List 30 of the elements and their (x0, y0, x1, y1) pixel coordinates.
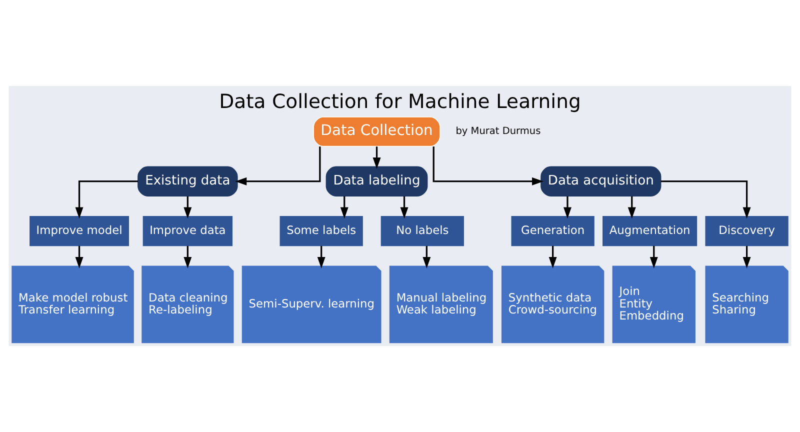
arrow (75, 180, 138, 219)
node-box: Improve data (142, 216, 232, 246)
node-box: Generation (511, 216, 594, 246)
arrow (184, 246, 192, 268)
node-box: Data labeling (326, 166, 428, 196)
node-box: Data Collection (313, 116, 440, 147)
arrow (432, 146, 544, 186)
arrow (564, 196, 572, 219)
node-box: Existing data (138, 166, 238, 196)
arrow (400, 196, 408, 219)
node-box: Augmentation (602, 216, 698, 246)
node-box: No labels (380, 216, 464, 246)
arrow (548, 246, 557, 268)
arrow (742, 246, 751, 268)
node-box: Discovery (705, 216, 788, 246)
arrow (317, 246, 326, 268)
arrow (660, 180, 751, 219)
label: by Murat Durmus (456, 126, 541, 138)
arrow (75, 246, 84, 268)
arrow (628, 196, 636, 219)
node-box: Data acquisition (540, 166, 662, 196)
arrow (184, 196, 192, 219)
arrow (235, 146, 321, 186)
node-box: Some labels (280, 216, 363, 246)
node-box: Improve model (30, 216, 129, 246)
arrow (650, 246, 658, 268)
arrow (422, 246, 431, 268)
arrow (372, 146, 381, 169)
diagram-title: Data Collection for Machine Learning (219, 90, 581, 114)
arrow (340, 196, 348, 219)
